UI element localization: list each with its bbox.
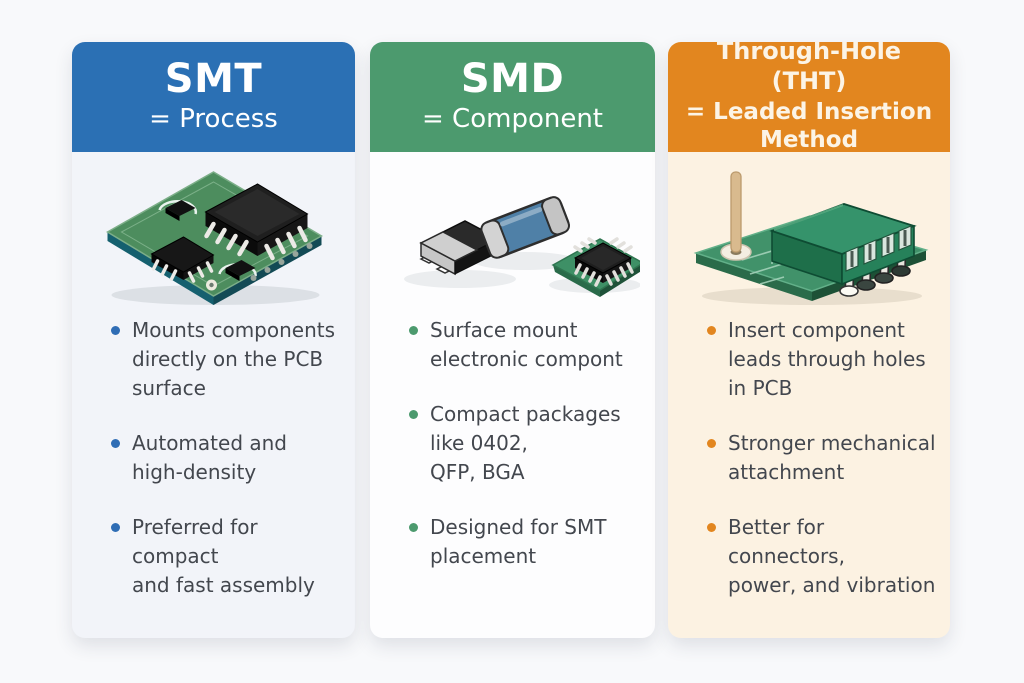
card-smd-title: SMD (460, 55, 565, 102)
card-smd: SMD = Component (370, 42, 655, 638)
smt-pcb-icon (106, 171, 324, 305)
tht-board-icon (693, 171, 929, 305)
bullet-item: Designed for SMT placement (406, 513, 643, 571)
card-smt-title: SMT (164, 55, 263, 102)
card-smd-bullet-list: Surface mount electronic compont Compact… (370, 316, 655, 597)
card-smd-header: SMD = Component (370, 42, 655, 152)
smd-components-icon (404, 195, 640, 297)
card-tht-bullet-list: Insert component leads through holes in … (668, 316, 950, 626)
bullet-item: Better for connectors, power, and vibrat… (704, 513, 938, 600)
smd-components-illustration (370, 152, 655, 310)
card-tht-title: Through-Hole (THT) (716, 42, 902, 95)
card-tht-header: Through-Hole (THT) = Leaded Insertion Me… (668, 42, 950, 153)
card-tht-subtitle: = Leaded Insertion Method (685, 99, 933, 153)
bullet-item: Preferred for compact and fast assembly (108, 513, 343, 600)
card-tht: Through-Hole (THT) = Leaded Insertion Me… (668, 42, 950, 638)
bullet-item: Mounts components directly on the PCB su… (108, 316, 343, 403)
bullet-item: Insert component leads through holes in … (704, 316, 938, 403)
card-smt: SMT = Process (72, 42, 355, 638)
bullet-item: Surface mount electronic compont (406, 316, 643, 374)
bullet-item: Compact packages like 0402, QFP, BGA (406, 400, 643, 487)
bullet-item: Automated and high-density (108, 429, 343, 487)
tht-board-illustration (668, 152, 950, 310)
bullet-item: Stronger mechanical attachment (704, 429, 938, 487)
card-smt-subtitle: = Process (149, 103, 278, 134)
card-smd-subtitle: = Component (422, 103, 603, 134)
card-smt-header: SMT = Process (72, 42, 355, 152)
smt-pcb-illustration (72, 152, 355, 310)
card-smt-bullet-list: Mounts components directly on the PCB su… (72, 316, 355, 626)
